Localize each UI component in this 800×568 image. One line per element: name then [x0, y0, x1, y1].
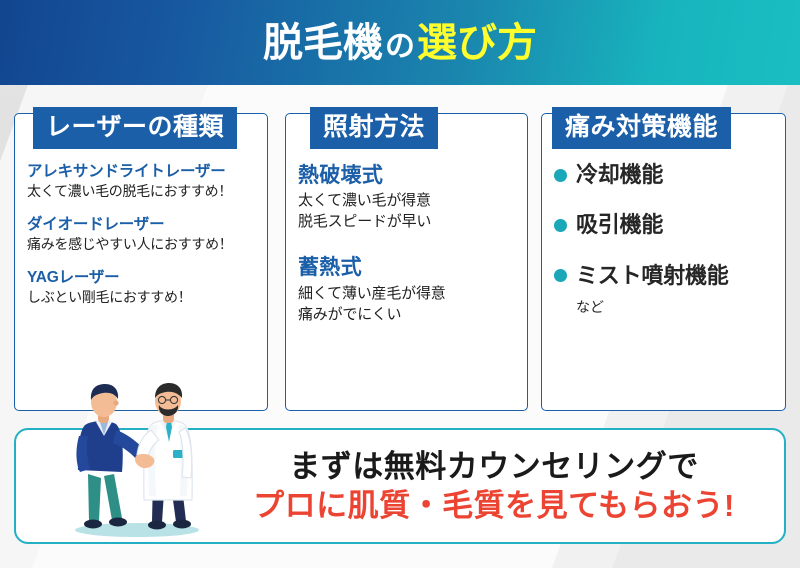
cta-line-1: まずは無料カウンセリングで: [289, 449, 699, 484]
bullet-dot-icon: [554, 219, 567, 233]
card-laser-types: レーザーの種類 アレキサンドライトレーザー 太くて濃い毛の脱毛におすすめ！ ダイ…: [14, 107, 268, 411]
list-item: アレキサンドライトレーザー 太くて濃い毛の脱毛におすすめ！: [27, 162, 255, 201]
card-irradiation-method: 照射方法 熱破壊式 太くて濃い毛が得意 脱毛スピードが早い 蓄熱式 細くて薄い産…: [285, 107, 528, 411]
list-item: YAGレーザー しぶとい剛毛におすすめ！: [27, 268, 255, 307]
doctor-figure: [134, 383, 193, 530]
entry-description: 太くて濃い毛の脱毛におすすめ！: [27, 183, 233, 200]
bullet-dot-icon: [554, 269, 567, 283]
card-body-irradiation-method: 熱破壊式 太くて濃い毛が得意 脱毛スピードが早い 蓄熱式 細くて薄い産毛が得意 …: [286, 162, 527, 325]
card-body-laser-types: アレキサンドライトレーザー 太くて濃い毛の脱毛におすすめ！ ダイオードレーザー …: [15, 162, 267, 307]
header-banner: 脱毛機 の 選び方: [0, 0, 800, 85]
card-tab-laser-types: レーザーの種類: [33, 107, 238, 149]
list-item: ダイオードレーザー 痛みを感じやすい人におすすめ！: [27, 215, 255, 254]
entry-title: 蓄熱式: [298, 256, 362, 280]
bullet-dot-icon: [554, 168, 567, 182]
page-title: 脱毛機 の 選び方: [263, 23, 537, 63]
handshake-illustration: [75, 383, 199, 537]
page-title-part2: の: [385, 29, 415, 63]
list-item: 冷却機能: [554, 162, 773, 188]
list-item: ミスト噴射機能: [554, 263, 773, 289]
cta-line-2: プロに肌質・毛質を見てもらおう!: [253, 487, 735, 523]
card-pain-relief-features: 痛み対策機能 冷却機能 吸引機能 ミスト噴射機能 など: [541, 107, 786, 411]
bullet-label: ミスト噴射機能: [576, 262, 729, 288]
entry-description-line2: 痛みがでにくい: [298, 305, 402, 323]
floor-shadow: [75, 523, 199, 537]
entry-description-line1: 細くて薄い産毛が得意: [298, 284, 446, 302]
entry-title: 熱破壊式: [298, 164, 384, 187]
list-item: 吸引機能: [554, 212, 773, 238]
entry-description-line1: 太くて濃い毛が得意: [298, 192, 431, 210]
entry-description-line2: 脱毛スピードが早い: [298, 213, 432, 231]
page-title-part1: 脱毛機: [263, 20, 383, 65]
list-item: 蓄熱式 細くて薄い産毛が得意 痛みがでにくい: [298, 254, 515, 324]
card-body-pain-relief-features: 冷却機能 吸引機能 ミスト噴射機能 など: [542, 162, 785, 317]
entry-title: ダイオードレーザー: [27, 216, 165, 234]
card-tab-pain-relief-features: 痛み対策機能: [552, 107, 732, 149]
list-item: 熱破壊式 太くて濃い毛が得意 脱毛スピードが早い: [298, 162, 515, 232]
entry-description: しぶとい剛毛におすすめ！: [27, 289, 192, 306]
bullet-list-more-label: など: [576, 299, 604, 316]
entry-title: アレキサンドライトレーザー: [27, 163, 226, 180]
bullet-label: 冷却機能: [576, 162, 664, 187]
bullet-label: 吸引機能: [576, 212, 664, 238]
card-tab-irradiation-method: 照射方法: [310, 107, 439, 149]
call-to-action-text: まずは無料カウンセリングで プロに肌質・毛質を見てもらおう!: [216, 448, 772, 526]
entry-title: YAGレーザー: [27, 269, 120, 287]
page-title-part3: 選び方: [417, 20, 537, 65]
feature-bullet-list: 冷却機能 吸引機能 ミスト噴射機能: [554, 162, 773, 289]
entry-description: 痛みを感じやすい人におすすめ！: [27, 236, 233, 253]
